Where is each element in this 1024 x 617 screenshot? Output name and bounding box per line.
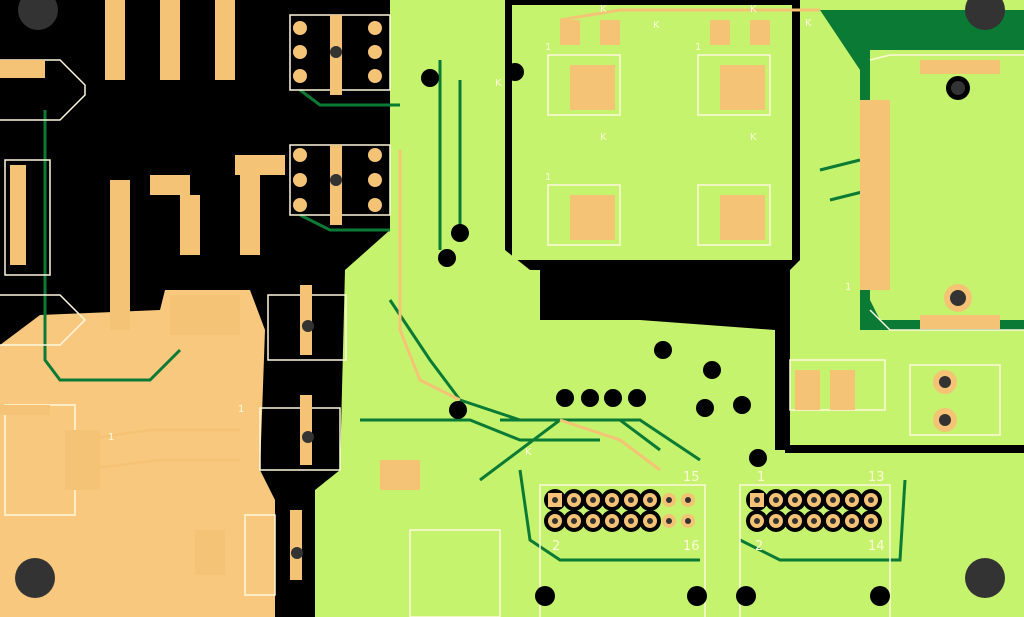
- conn1-pin16-label: 16: [683, 539, 700, 554]
- conn2-pin13-label: 13: [868, 470, 885, 485]
- pin-hole: [666, 497, 672, 503]
- pin-hole: [609, 497, 615, 503]
- silkscreen-labels: K K K K K K K K 1 1 1 1 1 1 2 16 15 2 14…: [108, 4, 885, 554]
- smd-pads: [0, 0, 1000, 580]
- label-pin1: 1: [238, 404, 244, 415]
- vias: [15, 0, 1005, 606]
- pin-hole: [849, 518, 855, 524]
- label-cathode: K: [600, 4, 607, 15]
- conn1-pin15-label: 15: [683, 470, 700, 485]
- mounting-hole: [965, 0, 1005, 30]
- pin-hole: [647, 497, 653, 503]
- pin-hole: [792, 518, 798, 524]
- pin-hole: [590, 497, 596, 503]
- mounting-hole: [15, 558, 55, 598]
- label-pin1: 1: [108, 432, 114, 443]
- label-pin1: 1: [695, 42, 701, 53]
- pin-hole: [571, 518, 577, 524]
- label-cathode: K: [750, 132, 757, 143]
- conn2-pin14-label: 14: [868, 539, 885, 554]
- label-pin1: 1: [545, 42, 551, 53]
- pin-hole: [628, 497, 634, 503]
- label-cathode: K: [653, 20, 660, 31]
- pin-hole: [685, 497, 691, 503]
- label-cathode: K: [750, 4, 757, 15]
- label-cathode: K: [600, 132, 607, 143]
- pin-hole: [811, 497, 817, 503]
- label-pin1: 1: [845, 282, 851, 293]
- pin-hole: [571, 497, 577, 503]
- mounting-hole: [18, 0, 58, 30]
- pin-hole: [552, 497, 558, 503]
- pin-hole: [590, 518, 596, 524]
- label-cathode: K: [805, 18, 812, 29]
- pin-hole: [754, 497, 760, 503]
- pin-hole: [754, 518, 760, 524]
- pin-hole: [552, 518, 558, 524]
- pin-header-2[interactable]: [746, 489, 882, 532]
- conn2-pin2-label: 2: [755, 539, 763, 554]
- pin-hole: [666, 518, 672, 524]
- pin-hole: [773, 497, 779, 503]
- right-connector-field: [870, 50, 1024, 320]
- pin-hole: [609, 518, 615, 524]
- pin-hole: [647, 518, 653, 524]
- pin-hole: [685, 518, 691, 524]
- label-pin1: 1: [545, 172, 551, 183]
- pin-hole: [868, 497, 874, 503]
- pin-hole: [868, 518, 874, 524]
- keepout-zone-lower: [540, 265, 790, 450]
- mounting-hole: [965, 558, 1005, 598]
- pin-hole: [628, 518, 634, 524]
- pin-hole: [792, 497, 798, 503]
- conn2-pin1-label: 1: [757, 470, 765, 485]
- pin-hole: [811, 518, 817, 524]
- pin-hole: [830, 497, 836, 503]
- keepout-strip: [785, 445, 1024, 453]
- pin-header-1[interactable]: [544, 489, 695, 532]
- pin-hole: [849, 497, 855, 503]
- traces: [43, 8, 907, 562]
- pin-hole: [830, 518, 836, 524]
- label-cathode: K: [495, 78, 502, 89]
- pin-hole: [773, 518, 779, 524]
- conn1-pin2-label: 2: [552, 539, 560, 554]
- label-cathode: K: [525, 447, 532, 458]
